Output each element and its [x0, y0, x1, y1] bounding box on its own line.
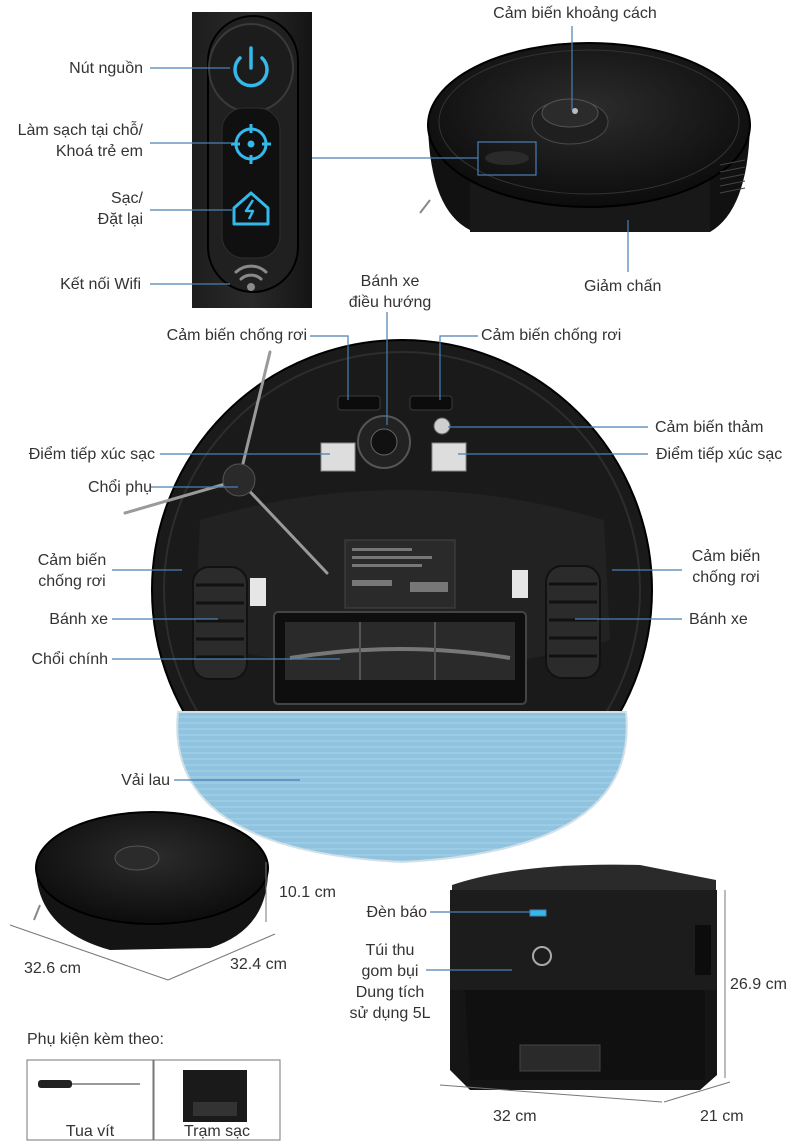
dimension-lines [9, 862, 731, 1103]
dim-robot-height: 10.1 cm [279, 884, 336, 901]
dim-station-width: 32 cm [493, 1108, 537, 1125]
dim-station-height: 26.9 cm [730, 976, 787, 993]
label-charge-reset: Sạc/ Đặt lại [97, 190, 143, 228]
label-dust-bag: Túi thu gom bụi Dung tích sử dụng 5L [349, 942, 431, 1022]
accessory-dock-label: Trạm sạc [183, 1123, 251, 1140]
robot-bottom-view [123, 339, 653, 864]
label-indicator-light: Đèn báo [366, 904, 428, 921]
label-cliff-sensor-right: Cảm biến chống rơi [481, 327, 622, 344]
robot-top-view [419, 42, 751, 232]
dim-station-depth: 21 cm [700, 1108, 744, 1125]
label-spot-clean: Làm sạch tại chỗ/ Khoá trẻ em [17, 122, 143, 160]
label-main-brush: Chổi chính [31, 651, 109, 668]
accessories-title: Phụ kiện kèm theo: [27, 1031, 164, 1048]
leader-lines [112, 26, 682, 971]
label-wheel-left: Bánh xe [49, 611, 108, 628]
power-icon [233, 46, 269, 88]
charging-dock-icon [183, 1070, 247, 1122]
home-charge-icon [232, 191, 270, 226]
label-wifi: Kết nối Wifi [60, 276, 141, 293]
control-panel [192, 12, 312, 308]
label-distance-sensor: Cảm biến khoảng cách [493, 5, 657, 22]
robot-small-view [33, 811, 269, 950]
label-cliff-side-left: Cảm biến chống rơi [37, 552, 107, 590]
dim-robot-width: 32.4 cm [230, 956, 287, 973]
label-nav-wheel: Bánh xe điều hướng [348, 273, 432, 311]
crosshair-icon [231, 124, 271, 164]
screwdriver-icon [38, 1080, 140, 1088]
label-power-button: Nút nguồn [69, 60, 143, 77]
dim-robot-depth: 32.6 cm [24, 960, 81, 977]
label-mop-cloth: Vải lau [121, 772, 170, 789]
label-carpet-sensor: Cảm biến thảm [655, 419, 764, 436]
label-charge-contact-right: Điểm tiếp xúc sạc [656, 446, 783, 463]
label-cliff-sensor-left: Cảm biến chống rơi [166, 327, 307, 344]
label-side-brush: Chổi phụ [87, 479, 152, 496]
docking-station [450, 864, 717, 1090]
label-bumper: Giảm chấn [584, 278, 662, 295]
label-wheel-right: Bánh xe [689, 611, 748, 628]
wifi-icon [234, 264, 268, 291]
accessory-screwdriver-label: Tua vít [65, 1123, 115, 1140]
label-charge-contact-left: Điểm tiếp xúc sạc [28, 446, 155, 463]
accessories-panel [26, 1059, 281, 1141]
label-cliff-side-right: Cảm biến chống rơi [691, 548, 761, 586]
